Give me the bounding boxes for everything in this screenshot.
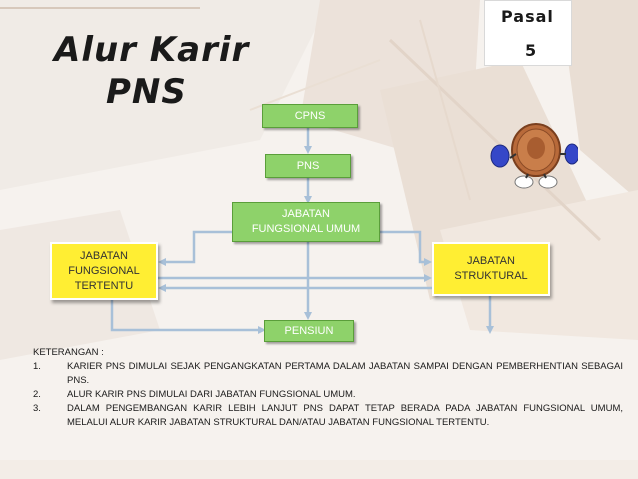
box-pns-label: PNS	[296, 159, 320, 172]
page-title-line1: Alur Karir	[54, 30, 250, 70]
notes-list: 1. KARIER PNS DIMULAI SEJAK PENGANGKATAN…	[33, 360, 623, 430]
arrow-jft-pensiun	[110, 300, 266, 334]
pasal-label: Pasal	[501, 7, 554, 26]
note-text: DALAM PENGEMBANGAN KARIR LEBIH LANJUT PN…	[67, 403, 623, 428]
box-jfu-label: JABATAN FUNGSIONAL UMUM	[251, 208, 361, 235]
notes-heading: KETERANGAN :	[33, 347, 104, 358]
box-jabatan-fungsional-tertentu: JABATAN FUNGSIONAL TERTENTU	[50, 242, 158, 300]
box-pensiun-label: PENSIUN	[284, 324, 334, 337]
note-text: ALUR KARIR PNS DIMULAI DARI JABATAN FUNG…	[67, 389, 356, 400]
arrow-jfu-struktural	[380, 230, 432, 266]
box-pensiun: PENSIUN	[264, 320, 354, 342]
page-title-line2: PNS	[106, 72, 187, 112]
box-jabatan-struktural: JABATAN STRUKTURAL	[432, 242, 550, 296]
box-cpns-label: CPNS	[294, 109, 326, 122]
note-number: 1.	[33, 361, 41, 372]
note-number: 2.	[33, 389, 41, 400]
box-cpns: CPNS	[262, 104, 358, 128]
pasal-badge: Pasal 5	[484, 0, 572, 66]
arrow-jfu-jft	[158, 230, 232, 266]
note-item-1: 1. KARIER PNS DIMULAI SEJAK PENGANGKATAN…	[33, 360, 623, 388]
box-struktural-label: JABATAN STRUKTURAL	[454, 255, 528, 282]
note-item-3: 3. DALAM PENGEMBANGAN KARIR LEBIH LANJUT…	[33, 402, 623, 430]
coin-mascot-icon	[490, 123, 578, 189]
note-text: KARIER PNS DIMULAI SEJAK PENGANGKATAN PE…	[67, 361, 623, 386]
box-jabatan-fungsional-umum: JABATAN FUNGSIONAL UMUM	[232, 202, 380, 242]
pasal-number: 5	[525, 41, 537, 60]
box-jft-label: JABATAN FUNGSIONAL TERTENTU	[68, 249, 140, 292]
note-item-2: 2. ALUR KARIR PNS DIMULAI DARI JABATAN F…	[33, 388, 623, 402]
notes-section: KETERANGAN : 1. KARIER PNS DIMULAI SEJAK…	[33, 346, 623, 430]
note-number: 3.	[33, 403, 41, 414]
box-pns: PNS	[265, 154, 351, 178]
